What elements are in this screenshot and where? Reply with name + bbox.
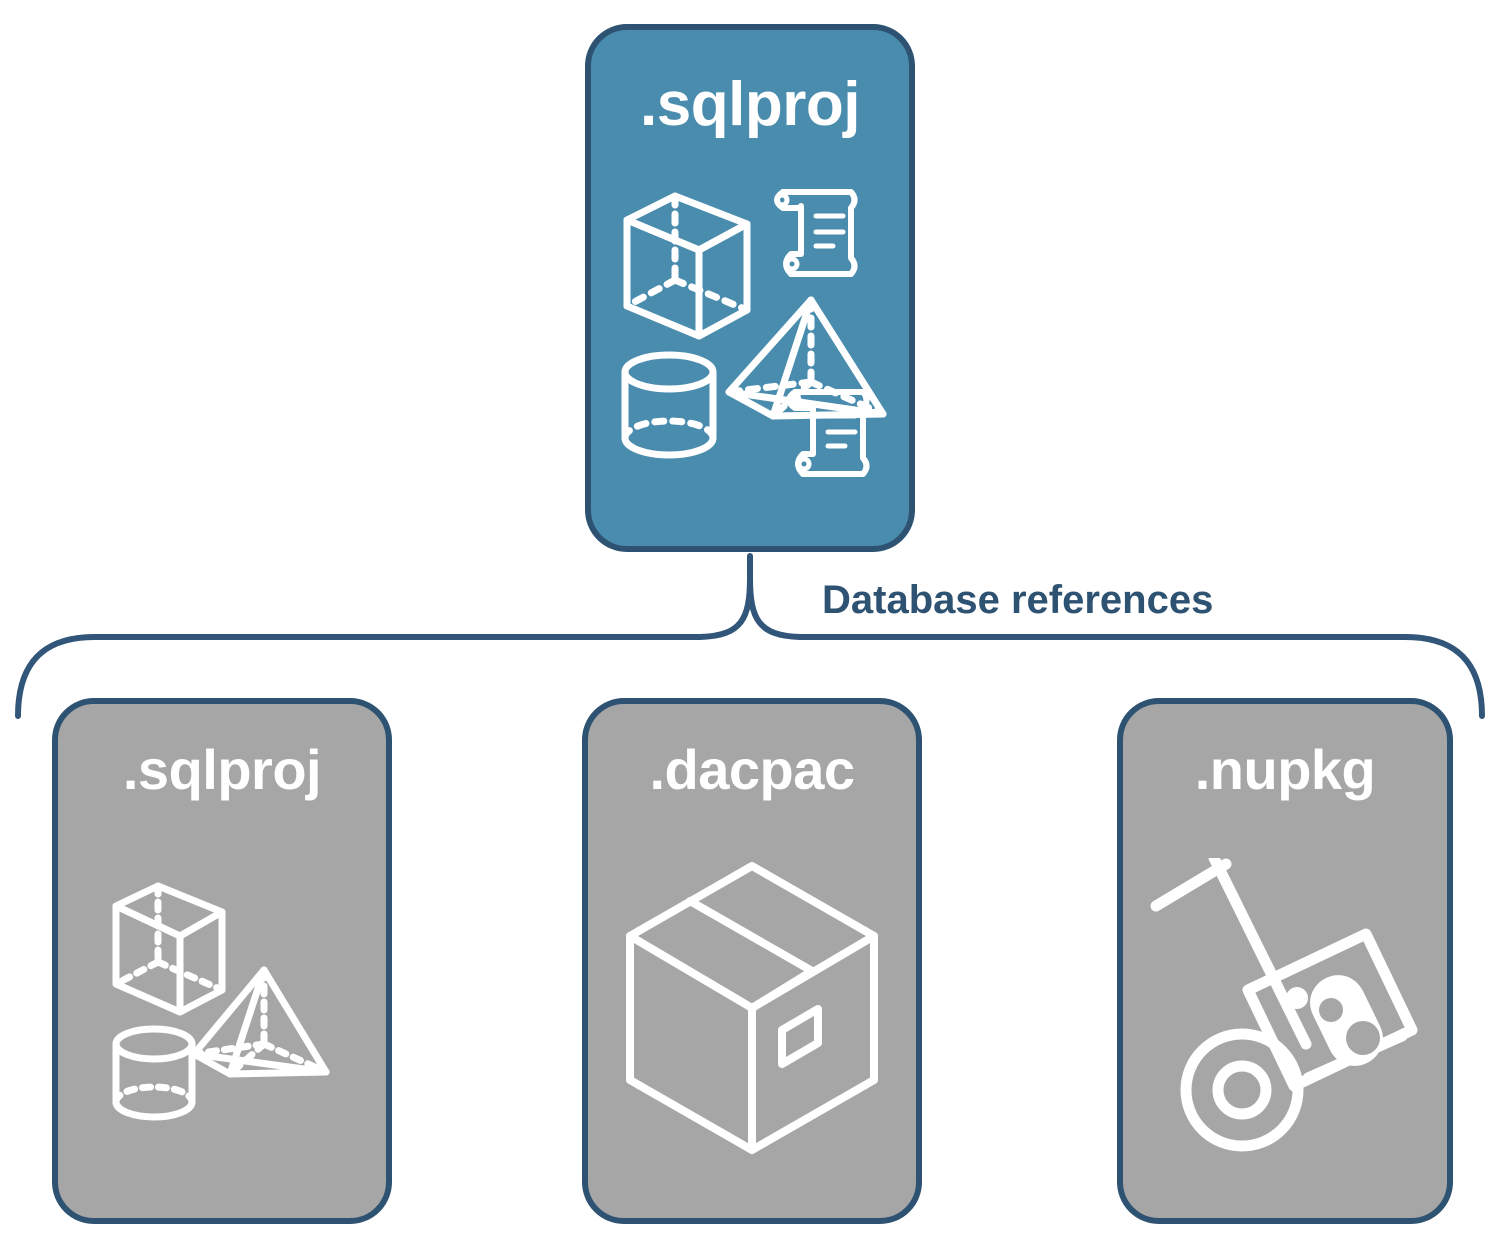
wireframe-cube-icon	[112, 882, 226, 1016]
brace-right-arm	[747, 575, 1485, 719]
card-sqlproj-reference[interactable]: .sqlproj	[52, 698, 392, 1224]
connector-label: Database references	[812, 578, 1224, 622]
shipping-box-icon	[626, 862, 878, 1154]
card-title: .dacpac	[649, 738, 855, 801]
card-artwork	[588, 798, 916, 1218]
script-scroll-icon	[774, 189, 858, 277]
hand-truck-package-icon	[1150, 858, 1418, 1152]
script-scroll-icon	[786, 389, 870, 477]
card-artwork	[1123, 798, 1447, 1218]
card-artwork	[58, 798, 386, 1218]
dolly-shaft	[1208, 858, 1312, 1050]
card-artwork	[591, 136, 909, 546]
card-title: .sqlproj	[640, 70, 860, 139]
wireframe-pyramid-icon	[725, 296, 887, 420]
brace-connector	[15, 553, 1485, 719]
card-dacpac-reference[interactable]: .dacpac	[582, 698, 922, 1224]
card-title: .nupkg	[1194, 738, 1376, 801]
wireframe-cylinder-icon	[621, 351, 717, 459]
card-sqlproj-root[interactable]: .sqlproj	[585, 24, 915, 552]
wireframe-cylinder-icon	[112, 1025, 196, 1121]
wireframe-cube-icon	[623, 192, 751, 340]
wireframe-pyramid-icon	[190, 966, 330, 1078]
root-icon-cluster	[621, 189, 887, 477]
package-box	[1242, 928, 1418, 1092]
card-title: .sqlproj	[122, 738, 322, 801]
shapes-icon-cluster	[112, 882, 330, 1121]
brace-left-arm	[15, 575, 753, 719]
card-nupkg-reference[interactable]: .nupkg	[1117, 698, 1453, 1224]
